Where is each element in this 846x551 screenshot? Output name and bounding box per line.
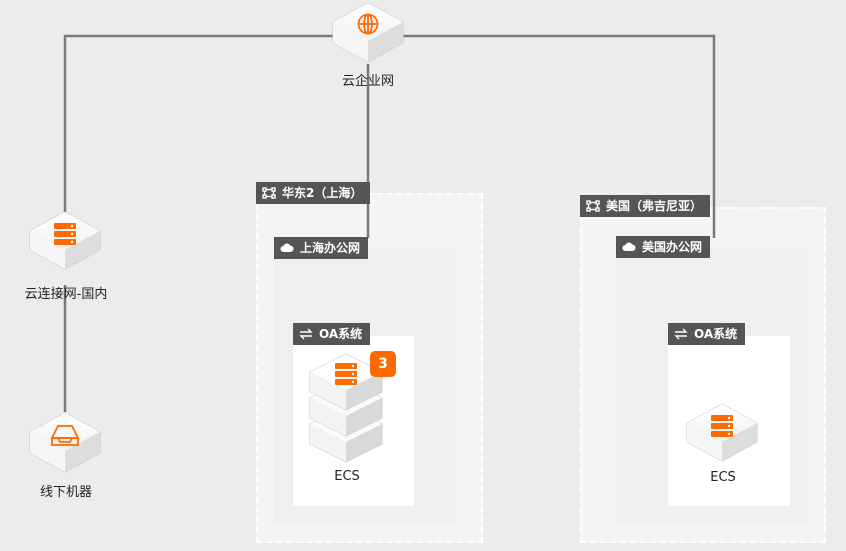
- shanghai-oa-label: OA系统: [319, 327, 363, 341]
- server-icon: [711, 415, 733, 437]
- region-us-label: 美国（弗吉尼亚）: [606, 199, 703, 213]
- shanghai-oa-tag[interactable]: OA系统: [293, 323, 371, 345]
- cen-label: 云企业网: [341, 74, 395, 89]
- region-east-tag[interactable]: 华东2（上海）: [256, 182, 371, 204]
- ecs-shanghai-label: ECS: [334, 469, 360, 484]
- line-cen-to-ccn: [63, 34, 333, 230]
- region-us-tag[interactable]: 美国（弗吉尼亚）: [580, 195, 711, 217]
- us-oa-label: OA系统: [694, 327, 738, 341]
- us-office-tag[interactable]: 美国办公网: [616, 236, 711, 258]
- exchange-icon: [299, 328, 313, 340]
- ccn-node[interactable]: [29, 211, 101, 270]
- box-icon: [50, 425, 80, 446]
- region-east-label: 华东2（上海）: [282, 186, 363, 200]
- ccn-label: 云连接网-国内: [24, 287, 108, 302]
- globe-icon: [357, 13, 379, 35]
- cloud-icon: [280, 243, 294, 252]
- shanghai-office-tag[interactable]: 上海办公网: [274, 237, 369, 259]
- ecs-us-node[interactable]: [686, 403, 758, 462]
- us-oa-tag[interactable]: OA系统: [668, 323, 746, 345]
- server-icon: [54, 223, 76, 245]
- line-cen-to-us: [403, 34, 716, 238]
- region-icon: [262, 187, 276, 199]
- offline-node[interactable]: [29, 412, 101, 473]
- server-icon: [335, 363, 357, 385]
- ecs-us-label: ECS: [710, 470, 736, 485]
- offline-label: 线下机器: [39, 485, 93, 500]
- ecs-shanghai-node[interactable]: [309, 353, 383, 463]
- region-icon: [586, 200, 600, 212]
- connection-lines: [63, 34, 716, 412]
- us-office-label: 美国办公网: [642, 240, 703, 254]
- exchange-icon: [674, 328, 688, 340]
- cen-node[interactable]: [332, 2, 404, 63]
- ecs-count-badge: 3: [370, 351, 396, 377]
- shanghai-office-label: 上海办公网: [300, 241, 361, 255]
- cloud-icon: [622, 242, 636, 251]
